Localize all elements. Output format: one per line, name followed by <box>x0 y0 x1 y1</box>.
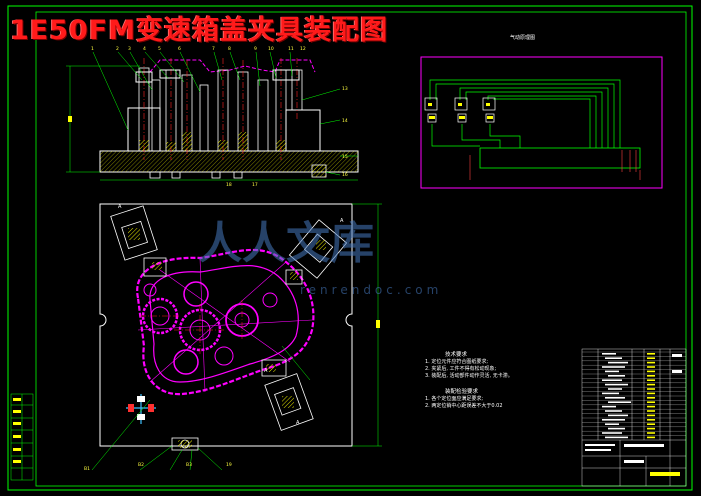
drawing-inner-border <box>35 11 687 487</box>
svg-text:6: 6 <box>178 46 181 52</box>
parts-list-cell-qty <box>647 419 655 421</box>
parts-list-cell-text <box>602 353 616 355</box>
inspection-requirements: 装配检验要求 1. 各个定位面应满足要求; 2. 两定位销中心距误差不大于0.0… <box>425 389 503 410</box>
front-view <box>66 51 359 181</box>
parts-list-cell-text <box>605 397 625 399</box>
parts-list-cell-text <box>605 357 622 359</box>
svg-text:11: 11 <box>288 46 294 52</box>
inspection-requirements-heading: 装配检验要求 <box>445 389 479 395</box>
svg-text:17: 17 <box>252 182 258 188</box>
parts-list-cell-qty <box>647 375 655 377</box>
svg-text:14: 14 <box>342 118 348 124</box>
svg-text:A: A <box>340 218 344 224</box>
parts-list-cell-text <box>605 383 628 386</box>
svg-text:18: 18 <box>226 182 232 188</box>
parts-list-cell-text <box>608 401 631 403</box>
parts-list-cell-text <box>602 379 622 381</box>
svg-text:12: 12 <box>300 46 306 52</box>
tech-requirements: 技术要求 1. 定位元件应符合图纸要求; 2. 夹紧后, 工件不得有松动现象; … <box>425 352 513 380</box>
parts-list-cell-qty <box>647 432 655 434</box>
pneumatic-diagram <box>420 56 663 189</box>
svg-text:7: 7 <box>212 46 215 52</box>
svg-text:A: A <box>296 420 300 426</box>
parts-list-cell-qty <box>647 353 655 355</box>
parts-list-cell-text <box>608 414 628 417</box>
inspection-requirement-item: 2. 两定位销中心距误差不大于0.02 <box>425 403 503 409</box>
left-margin-block <box>10 393 34 481</box>
parts-list-cell-qty <box>647 436 655 439</box>
parts-list-cell-text <box>602 392 619 395</box>
parts-list-cell-qty <box>647 357 655 359</box>
clamp-top-left <box>110 205 167 277</box>
parts-list-cell-text <box>608 388 622 390</box>
inspection-requirement-item: 1. 各个定位面应满足要求; <box>425 396 484 402</box>
watermark-logo-text: 人人文库 <box>198 218 374 269</box>
tech-requirement-item: 3. 装配后, 活动部件动作灵活, 无卡滞。 <box>425 373 513 379</box>
parts-list-cell-qty <box>647 392 655 395</box>
svg-text:9: 9 <box>254 46 257 52</box>
top-view: A A A A <box>91 203 382 471</box>
tech-requirements-heading: 技术要求 <box>445 352 468 358</box>
svg-text:19: 19 <box>226 462 232 468</box>
svg-text:1: 1 <box>91 46 94 52</box>
svg-text:8: 8 <box>228 46 231 52</box>
parts-list-cell-text <box>608 375 625 377</box>
parts-list-cell-qty <box>647 401 655 403</box>
callouts-bottom: B1 B2 B3 19 <box>84 462 232 472</box>
svg-text:3: 3 <box>128 46 131 52</box>
parts-list-cell-text <box>602 405 616 408</box>
tech-requirement-item: 1. 定位元件应符合图纸要求; <box>425 359 489 365</box>
locating-pin-cross <box>126 394 156 424</box>
svg-text:2: 2 <box>116 46 119 52</box>
parts-list-cell-text <box>602 366 625 368</box>
parts-list-cell-qty <box>647 370 655 373</box>
svg-text:B3: B3 <box>186 462 192 468</box>
svg-text:16: 16 <box>342 172 348 178</box>
svg-text:B2: B2 <box>138 462 144 468</box>
parts-list-cell-qty <box>647 366 655 368</box>
pneumatic-diagram-title: 气动原理图 <box>510 35 536 41</box>
parts-list-cell-qty <box>647 405 655 408</box>
parts-list-cell-qty <box>647 361 655 364</box>
parts-list-cell-text <box>608 427 625 430</box>
parts-list-cell-qty <box>647 388 655 390</box>
svg-text:5: 5 <box>158 46 161 52</box>
parts-list-cell-qty <box>647 397 655 399</box>
parts-list-cell-text <box>605 423 619 425</box>
parts-list-cell-qty <box>647 414 655 417</box>
parts-list-cell-text <box>605 410 622 412</box>
svg-text:10: 10 <box>268 46 274 52</box>
parts-list-cell-text <box>602 419 625 421</box>
parts-list-cell-text <box>602 432 622 434</box>
svg-text:A: A <box>118 204 122 210</box>
svg-text:15: 15 <box>342 154 348 160</box>
parts-list-cell-qty <box>647 383 655 386</box>
parts-list-cell-text <box>605 436 628 439</box>
parts-list-cell-qty <box>647 410 655 412</box>
clamp-bottom-right <box>261 359 314 431</box>
parts-list-cell-text <box>608 361 628 364</box>
tech-requirement-item: 2. 夹紧后, 工件不得有松动现象; <box>425 366 497 372</box>
parts-list-cell-qty <box>647 427 655 430</box>
svg-text:A: A <box>264 368 268 374</box>
drawing-title: 1E50FM变速箱盖夹具装配图 <box>10 15 389 46</box>
svg-text:4: 4 <box>143 46 146 52</box>
svg-text:13: 13 <box>342 86 348 92</box>
watermark-logo: 人人文库 <box>198 207 374 271</box>
parts-list-cell-qty <box>647 423 655 425</box>
drawing-border <box>7 5 693 491</box>
parts-list-cell-qty <box>647 379 655 381</box>
parts-list-cell-text <box>605 370 619 373</box>
svg-text:B1: B1 <box>84 466 90 472</box>
parts-list <box>581 348 687 487</box>
watermark-url: renrendoc.com <box>300 283 443 297</box>
